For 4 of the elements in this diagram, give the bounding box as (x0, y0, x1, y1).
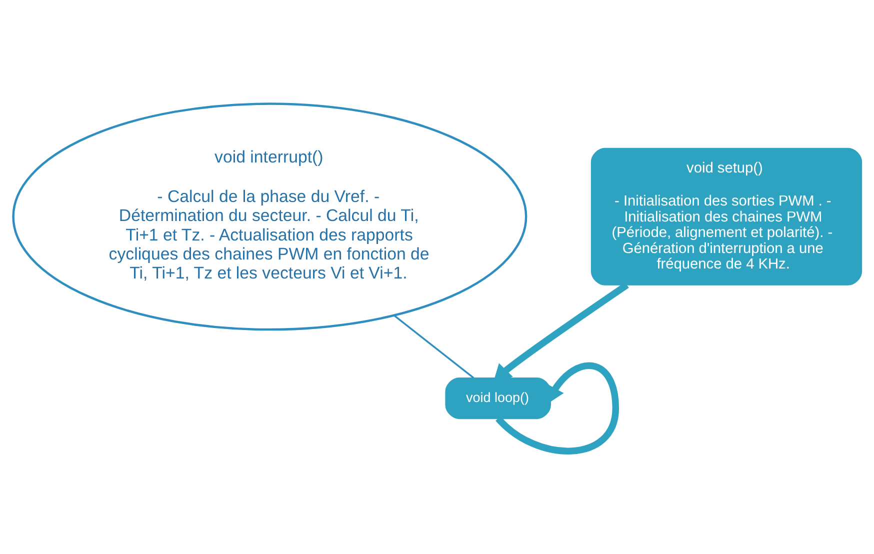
connector (393, 314, 474, 378)
node-ellipse: void interrupt() - Calcul de la phase du Vref. - Détermination du secteur. - Calcul du Ti, Ti+1 et Tz. - Actualisation des rapports cycliques des chaines PWM en fonction de Ti, Ti+1, Tz et les vecteurs Vi et Vi+1. (12, 102, 527, 330)
node-box: void setup() - Initialisation des sorties PWM . - Initialisation des chaines PWM (Période, alignement et polarité). - Génération d'interruption a une fréquence de 4 KHz. (590, 147, 862, 285)
node-box: void loop() (444, 376, 550, 419)
